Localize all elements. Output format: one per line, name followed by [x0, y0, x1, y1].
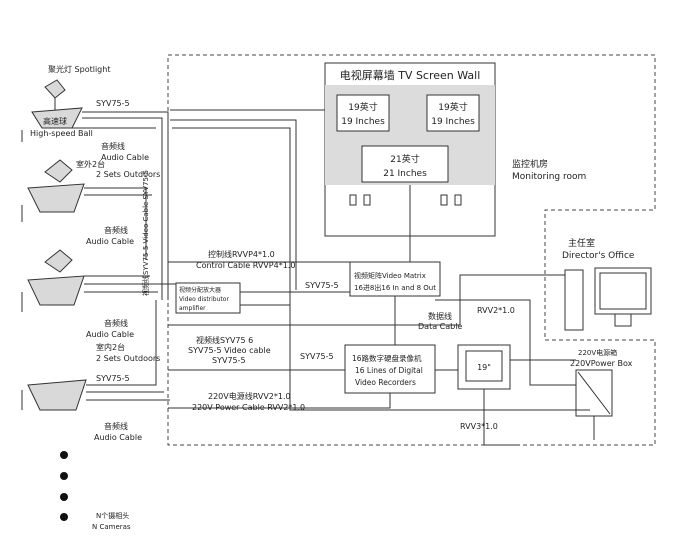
monitoring-room-boundary	[167, 54, 656, 446]
power-box-cn: 220V电源箱	[578, 348, 617, 357]
speed-ball-cn: 高速球	[43, 116, 67, 126]
cable-syv-2: SYV75-5	[305, 281, 339, 290]
tv-wall-title: 电视屏幕墙 TV Screen Wall	[340, 68, 481, 82]
indoor-camera	[21, 379, 87, 411]
monitor-19-right: 19英寸 19 Inches	[426, 94, 480, 132]
n-cameras-en: N Cameras	[92, 523, 131, 531]
tv-screen-wall: 电视屏幕墙 TV Screen Wall 19英寸 19 Inches 19英寸…	[324, 62, 496, 237]
cable-video-en: SYV75-5 Video cable	[188, 346, 271, 355]
digital-video-recorder: 16路数字硬盘录像机 16 Lines of Digital Video Rec…	[344, 344, 436, 394]
cable-syv-1: SYV75-5	[96, 99, 130, 108]
audio-cable-2-en: Audio Cable	[86, 237, 134, 246]
indoor-count-en: 2 Sets Outdoors	[96, 354, 160, 363]
more-cameras-dot	[60, 513, 68, 521]
wall-knob	[440, 194, 448, 206]
more-cameras-dot	[60, 493, 68, 501]
monitor-21: 21英寸 21 Inches	[361, 145, 449, 183]
audio-cable-4-cn: 音频线	[104, 421, 128, 431]
monitoring-room-en: Monitoring room	[512, 172, 586, 182]
cable-vertical-video: 视频线SYV75-5 Video Cable SYV75-5	[141, 170, 150, 296]
audio-cable-3-en: Audio Cable	[86, 330, 134, 339]
cable-syv-3: SYV75-5	[300, 352, 334, 361]
monitoring-room-cn: 监控机房	[512, 158, 548, 170]
monitor-21-cn: 21英寸	[390, 153, 419, 165]
cable-video-cn: 视频线SYV75 6	[196, 335, 253, 345]
audio-cable-3-cn: 音频线	[104, 318, 128, 328]
computer-tower	[564, 269, 584, 331]
more-cameras-dot	[60, 472, 68, 480]
indoor-count-cn: 室内2台	[96, 342, 125, 352]
outdoor-camera-2	[21, 249, 85, 312]
spotlight-label: 聚光灯 Spotlight	[48, 64, 110, 74]
monitor-19-right-cn: 19英寸	[438, 101, 467, 113]
video-matrix: 视频矩阵Video Matrix 16进8出16 In and 8 Out	[349, 261, 441, 297]
dvr-en-2: Video Recorders	[355, 378, 416, 387]
speed-ball-en: High-speed Ball	[30, 129, 93, 138]
directors-office-en: Director's Office	[562, 251, 635, 261]
directors-office-cn: 主任室	[568, 237, 595, 249]
audio-cable-4-en: Audio Cable	[94, 433, 142, 442]
monitor-19-left-en: 19 Inches	[341, 117, 385, 127]
monitor-19-small-label: 19"	[477, 363, 491, 372]
director-computer	[564, 267, 652, 331]
power-box-en: 220VPower Box	[570, 359, 633, 368]
cable-power-en: 220V Power Cable RVV2*1.0	[192, 403, 305, 412]
cable-rvv3: RVV3*1.0	[460, 422, 498, 431]
distributor-en-1: Video distributor	[179, 296, 229, 303]
cable-control-en: Control Cable RVVP4*1.0	[196, 261, 295, 270]
cable-data-en: Data Cable	[418, 322, 462, 331]
monitor-19-small: 19"	[457, 344, 511, 390]
audio-cable-1-en: Audio Cable	[101, 153, 149, 162]
cable-rvv2: RVV2*1.0	[477, 306, 515, 315]
camera-wiring	[72, 109, 325, 401]
distributor-en-2: amplifier	[179, 305, 206, 312]
wall-knob	[349, 194, 357, 206]
cable-power-cn: 220V电源线RVV2*1.0	[208, 391, 291, 401]
audio-cable-1-cn: 音频线	[101, 141, 125, 151]
wall-knob	[363, 194, 371, 206]
high-speed-ball-camera: 高速球 High-speed Ball	[21, 107, 93, 142]
cable-video-syv: SYV75-5	[212, 356, 246, 365]
distributor-cn: 视频分配放大器	[179, 286, 221, 294]
outdoor-count-cn: 室外2台	[76, 159, 105, 169]
monitor-19-left: 19英寸 19 Inches	[336, 94, 390, 132]
wall-knob	[454, 194, 462, 206]
monitor-21-en: 21 Inches	[383, 169, 427, 179]
n-cameras-cn: N个摄相头	[96, 511, 129, 520]
video-matrix-io: 16进8出16 In and 8 Out	[354, 283, 436, 292]
audio-cable-2-cn: 音频线	[104, 225, 128, 235]
monitor-19-left-cn: 19英寸	[348, 101, 377, 113]
cable-control-cn: 控制线RVVP4*1.0	[208, 249, 275, 259]
more-cameras-dot	[60, 451, 68, 459]
video-matrix-label: 视频矩阵Video Matrix	[354, 271, 426, 280]
power-box: 220V电源箱 220VPower Box	[570, 348, 633, 417]
dvr-en-1: 16 Lines of Digital	[355, 366, 423, 375]
signal-wiring	[168, 236, 595, 446]
monitor-19-right-en: 19 Inches	[431, 117, 475, 127]
cable-data-cn: 数据线	[428, 311, 452, 321]
outdoor-camera-1	[21, 159, 85, 222]
video-distributor-amplifier: 视频分配放大器 Video distributor amplifier	[175, 282, 241, 314]
dvr-cn: 16路数字硬盘录像机	[352, 353, 422, 363]
outdoor-count-en: 2 Sets Outdoors	[96, 170, 160, 179]
spotlight: 聚光灯 Spotlight	[44, 64, 110, 110]
cable-syv-4: SYV75-5	[96, 374, 130, 383]
